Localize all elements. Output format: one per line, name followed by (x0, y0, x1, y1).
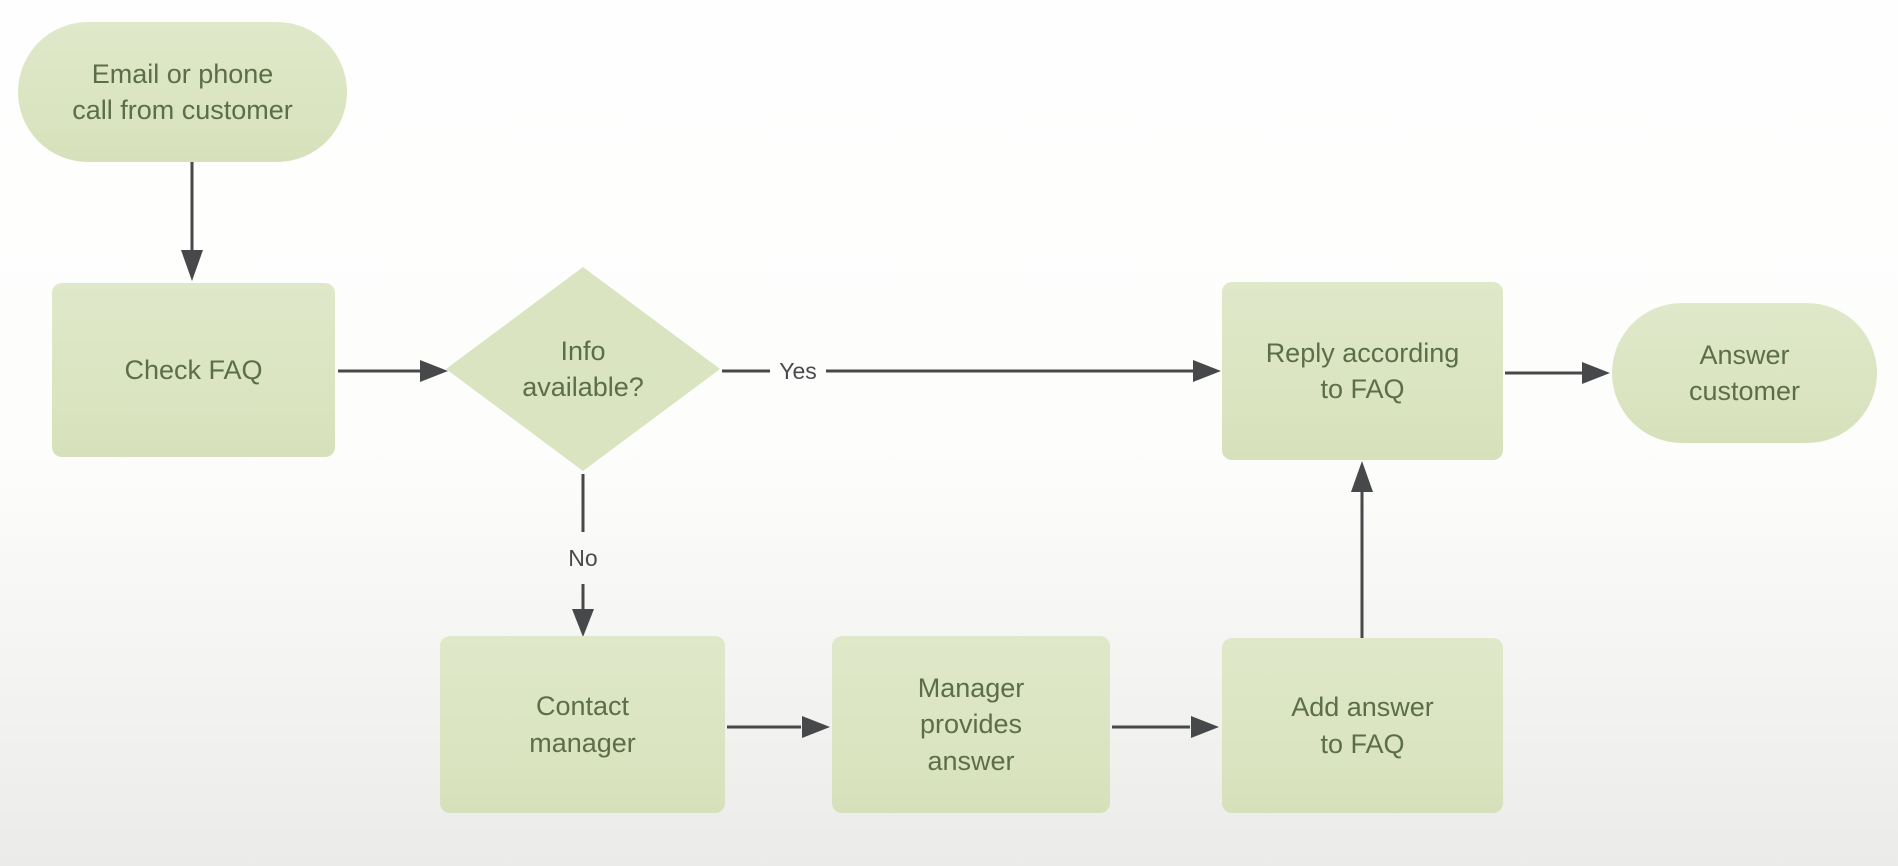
edge-contact-manager-to-manager-answer (727, 716, 830, 738)
node-contact-manager: Contact manager (440, 636, 725, 813)
node-end-answer-customer: Answer customer (1612, 303, 1877, 443)
edge-info-available-to-contact-manager (572, 474, 594, 637)
node-label: Info available? (522, 335, 644, 402)
node-label: Reply according to FAQ (1265, 337, 1460, 404)
node-label: Contact manager (529, 691, 636, 758)
edge-start-to-check-faq (181, 162, 203, 281)
node-label: Email or phone call from customer (72, 58, 293, 125)
node-manager-provides-answer: Manager provides answer (832, 636, 1110, 813)
node-label: Answer customer (1688, 339, 1801, 406)
node-reply-according-to-faq: Reply according to FAQ (1222, 282, 1503, 460)
edge-label-yes: Yes (779, 358, 817, 384)
edge-manager-answer-to-add-faq (1112, 716, 1219, 738)
node-add-answer-to-faq: Add answer to FAQ (1222, 638, 1503, 813)
node-check-faq: Check FAQ (52, 283, 335, 457)
edge-reply-faq-to-answer-customer (1505, 362, 1610, 384)
node-start-email-or-phone-call: Email or phone call from customer (18, 22, 347, 162)
edge-label-no: No (568, 545, 598, 571)
edge-add-faq-to-reply-faq (1351, 461, 1373, 638)
edge-check-faq-to-info-available (338, 360, 448, 382)
node-label: Check FAQ (124, 354, 263, 385)
node-label: Manager provides answer (917, 673, 1025, 776)
edge-info-available-to-reply-faq (722, 360, 1221, 382)
node-label: Add answer to FAQ (1291, 692, 1434, 759)
